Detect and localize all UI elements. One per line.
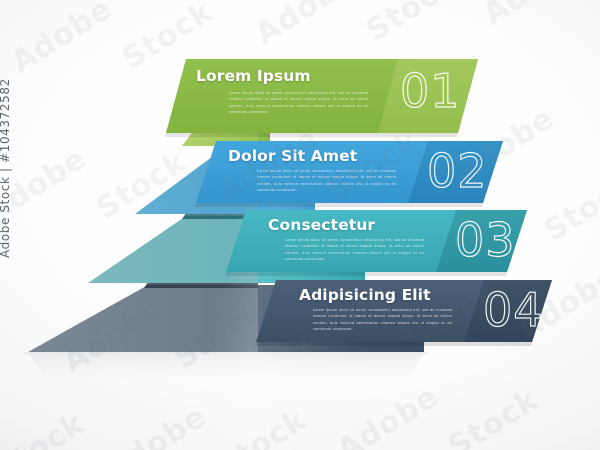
pyramid-tier-4 [28,282,424,352]
pyramid-tier-1 [182,62,270,146]
pyramid-tier-3 [88,213,365,283]
pyramid-tier-2 [135,145,315,214]
pyramid-reflection [24,352,428,379]
watermark-credit-line: Adobe Stock | #104372582 [0,78,12,258]
